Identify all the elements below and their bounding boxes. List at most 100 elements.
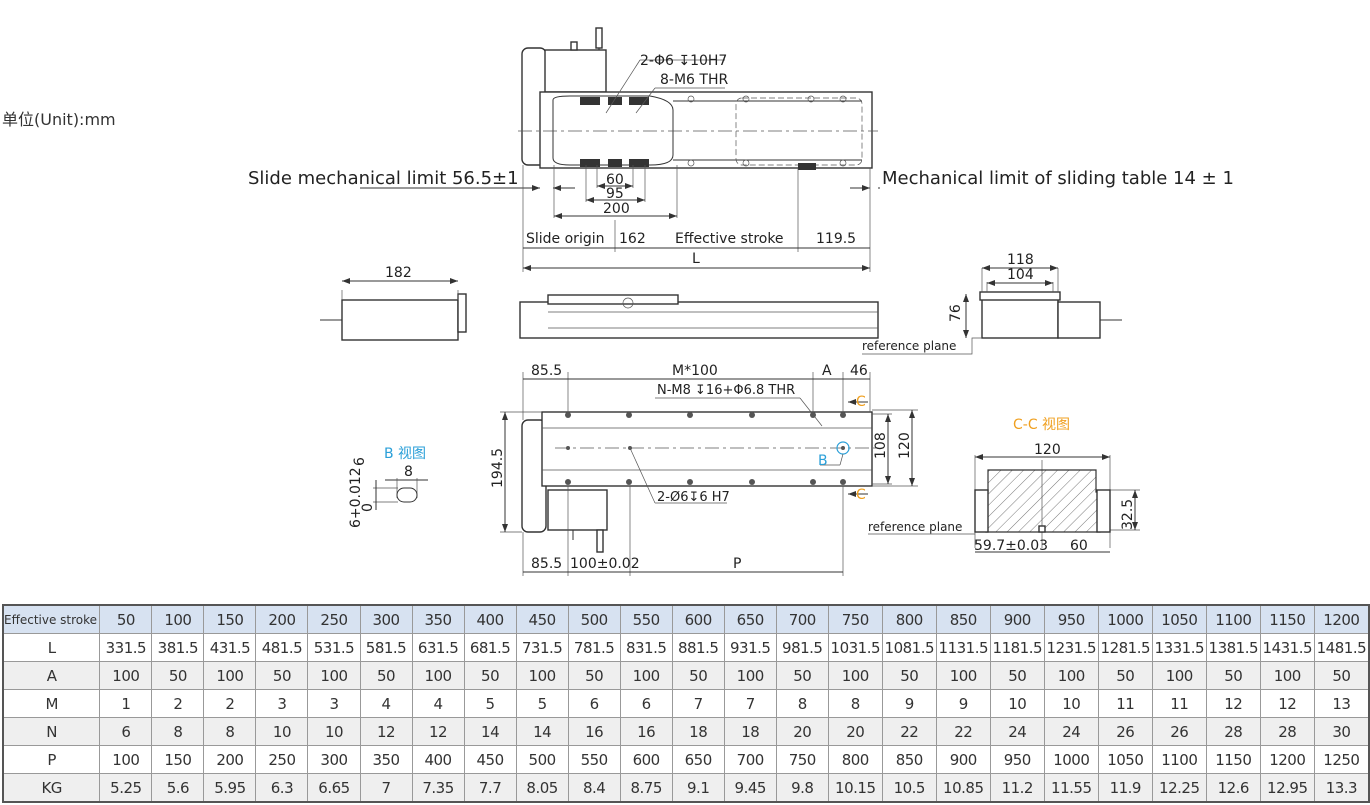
table-cell: 18 (671, 717, 725, 746)
header-stroke-cell: 250 (307, 604, 361, 634)
table-cell: 13.3 (1313, 773, 1370, 803)
header-stroke-cell: 600 (671, 604, 725, 634)
header-stroke-cell: 1100 (1205, 604, 1261, 634)
dim-85-5-bottom: 85.5 (531, 556, 562, 572)
effective-stroke-label: Effective stroke (675, 231, 784, 247)
cc-dim-32-5: 32.5 (1120, 499, 1136, 530)
table-cell: 1281.5 (1097, 633, 1153, 662)
dim-100-tolerance: 100±0.02 (570, 556, 640, 572)
table-cell: 500 (515, 745, 569, 774)
table-cell: 7 (723, 689, 777, 718)
table-cell: 50 (989, 661, 1045, 690)
table-cell: 781.5 (567, 633, 621, 662)
dim-182: 182 (385, 265, 412, 281)
reference-plane-side: reference plane (862, 339, 956, 353)
table-cell: 100 (1259, 661, 1315, 690)
table-cell: 10 (1043, 689, 1099, 718)
dim-76: 76 (948, 304, 964, 322)
table-cell: 12.6 (1205, 773, 1261, 803)
table-cell: 1050 (1097, 745, 1153, 774)
table-cell: 9.1 (671, 773, 725, 803)
table-cell: 400 (411, 745, 465, 774)
table-cell: 100 (515, 661, 569, 690)
table-cell: 50 (775, 661, 829, 690)
table-cell: 9 (881, 689, 937, 718)
table-cell: 1181.5 (989, 633, 1045, 662)
table-cell: 2 (151, 689, 205, 718)
table-cell: 12.95 (1259, 773, 1315, 803)
cc-section-view: C-C 视图 120 32.5 59.7±0.03 60 reference p… (868, 417, 1140, 554)
table-cell: 5 (463, 689, 517, 718)
table-cell: 50 (671, 661, 725, 690)
table-cell: 12.25 (1151, 773, 1207, 803)
table-cell: 11 (1151, 689, 1207, 718)
table-cell: 20 (775, 717, 829, 746)
table-cell: 28 (1259, 717, 1315, 746)
table-cell: 100 (203, 661, 257, 690)
unit-label: 单位(Unit):mm (2, 110, 116, 129)
table-cell: 24 (989, 717, 1045, 746)
table-cell: 350 (359, 745, 413, 774)
table-cell: 881.5 (671, 633, 725, 662)
table-cell: 100 (99, 745, 153, 774)
table-cell: 600 (619, 745, 673, 774)
slide-origin-label: Slide origin (526, 231, 604, 247)
header-stroke-cell: 1050 (1151, 604, 1207, 634)
table-cell: 6.65 (307, 773, 361, 803)
table-cell: 12 (411, 717, 465, 746)
header-stroke-cell: 550 (619, 604, 673, 634)
table-cell: 3 (255, 689, 309, 718)
table-cell: 50 (881, 661, 937, 690)
table-cell: 6.3 (255, 773, 309, 803)
table-cell: 1100 (1151, 745, 1207, 774)
table-cell: 100 (619, 661, 673, 690)
table-cell: 4 (359, 689, 413, 718)
dim-194-5: 194.5 (490, 448, 506, 488)
table-cell: 1381.5 (1205, 633, 1261, 662)
table-cell: 1431.5 (1259, 633, 1315, 662)
header-stroke-cell: 400 (463, 604, 517, 634)
table-cell: 11 (1097, 689, 1153, 718)
table-cell: 6 (619, 689, 673, 718)
top-view: 2-Φ6 ↧10H7 8-M6 THR Slide mechanical lim… (248, 27, 1234, 272)
header-stroke-cell: 700 (775, 604, 829, 634)
table-cell: 1131.5 (935, 633, 991, 662)
table-cell: 1231.5 (1043, 633, 1099, 662)
dim-m100: M*100 (672, 363, 718, 379)
table-cell: 550 (567, 745, 621, 774)
b-view-detail: B 视图 8 6 6+0.012 0 (348, 446, 428, 528)
table-cell: 24 (1043, 717, 1099, 746)
dim-P: P (733, 556, 741, 572)
row-label: N (2, 717, 101, 746)
table-cell: 100 (307, 661, 361, 690)
table-cell: 1250 (1313, 745, 1370, 774)
table-cell: 481.5 (255, 633, 309, 662)
header-stroke-cell: 1200 (1313, 604, 1370, 634)
table-cell: 981.5 (775, 633, 829, 662)
table-cell: 1150 (1205, 745, 1261, 774)
b-view-title: B 视图 (384, 446, 426, 462)
table-cell: 531.5 (307, 633, 361, 662)
hole-note-top-1: 2-Φ6 ↧10H7 (640, 53, 727, 69)
table-cell: 431.5 (203, 633, 257, 662)
slide-mechanical-limit-label: Slide mechanical limit 56.5±1 (248, 168, 519, 189)
row-label: A (2, 661, 101, 690)
table-cell: 26 (1151, 717, 1207, 746)
table-cell: 20 (827, 717, 883, 746)
table-cell: 850 (881, 745, 937, 774)
row-label: M (2, 689, 101, 718)
header-stroke-cell: 100 (151, 604, 205, 634)
dim-60: 60 (606, 172, 624, 188)
header-label: Effective stroke (2, 604, 101, 634)
hole-note-bottom-1: N-M8 ↧16+Φ6.8 THR (657, 383, 795, 398)
table-cell: 1481.5 (1313, 633, 1370, 662)
table-cell: 12 (1205, 689, 1261, 718)
table-cell: 7 (671, 689, 725, 718)
table-cell: 200 (203, 745, 257, 774)
table-cell: 28 (1205, 717, 1261, 746)
table-cell: 10 (989, 689, 1045, 718)
